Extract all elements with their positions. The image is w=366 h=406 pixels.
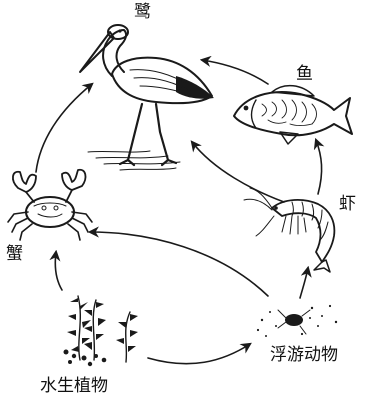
arrow-shrimp-to-heron — [192, 142, 284, 202]
aquatic-plants-illustration — [64, 296, 139, 366]
arrow-plants-to-crab — [55, 252, 62, 290]
shrimp-illustration — [244, 188, 334, 272]
label-fish: 鱼 — [296, 66, 313, 83]
arrow-crab-to-heron — [36, 84, 92, 172]
zooplankton-illustration — [257, 305, 337, 337]
arrow-plants-to-zooplankton — [148, 344, 250, 364]
label-zooplankton: 浮游动物 — [270, 347, 338, 364]
arrow-shrimp-to-fish — [316, 140, 322, 194]
crab-illustration — [8, 170, 92, 240]
label-aquatic-plants: 水生植物 — [40, 378, 108, 395]
arrow-zooplankton-to-crab — [90, 232, 268, 296]
label-heron: 鹭 — [134, 4, 151, 21]
fish-illustration — [234, 86, 352, 144]
arrow-zooplankton-to-shrimp — [300, 268, 308, 298]
arrow-fish-to-heron — [202, 60, 268, 84]
label-shrimp: 虾 — [339, 196, 356, 213]
heron-illustration — [80, 25, 214, 170]
energy-flow-arrows — [36, 60, 322, 364]
label-crab: 蟹 — [6, 246, 23, 263]
